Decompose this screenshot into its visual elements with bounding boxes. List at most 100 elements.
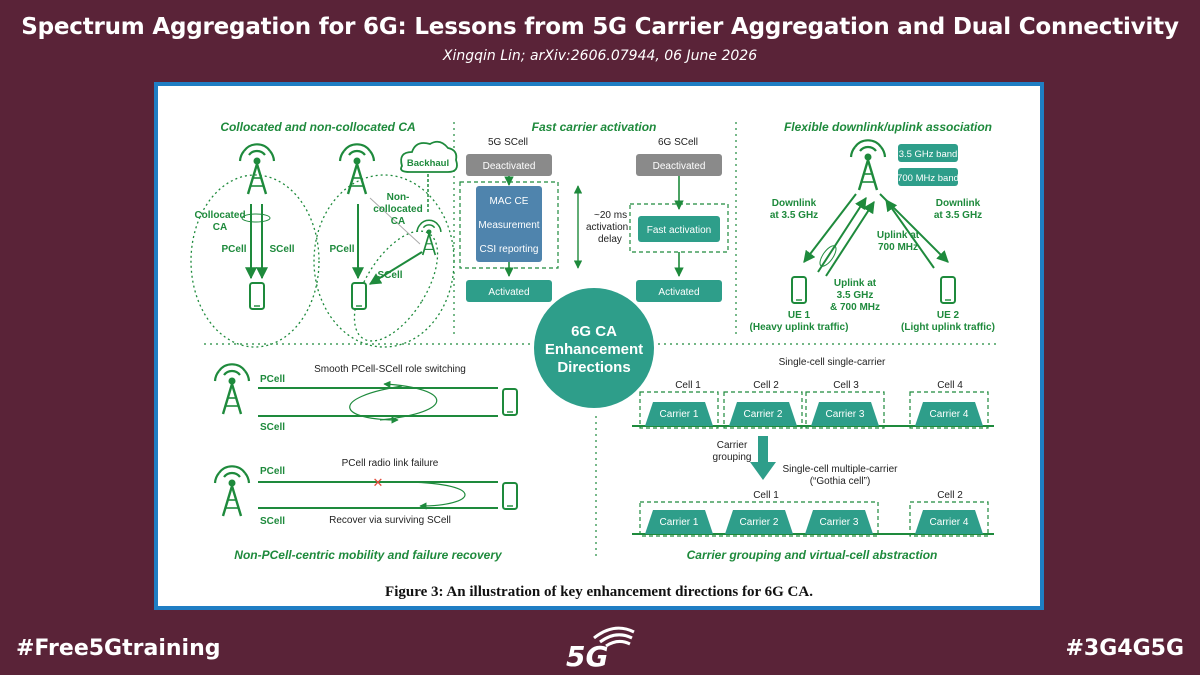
svg-text:Smooth PCell-SCell role switch: Smooth PCell-SCell role switching <box>314 364 466 375</box>
svg-text:(Heavy uplink traffic): (Heavy uplink traffic) <box>750 322 849 333</box>
panel-dl-ul-association: Flexible downlink/uplink association 3.5… <box>750 120 995 333</box>
figure-canvas: Collocated and non-collocated CA Colloca… <box>158 86 1040 606</box>
figure-caption: Figure 3: An illustration of key enhance… <box>385 584 813 600</box>
svg-text:PCell: PCell <box>260 466 285 477</box>
svg-text:Deactivated: Deactivated <box>653 161 706 172</box>
ue-phone-icon-a1 <box>249 282 265 310</box>
panel-d-title: Non-PCell-centric mobility and failure r… <box>234 548 503 562</box>
svg-text:6G CA: 6G CA <box>571 323 617 340</box>
svg-text:5G SCell: 5G SCell <box>488 137 528 148</box>
svg-text:Activated: Activated <box>658 287 699 298</box>
svg-text:Deactivated: Deactivated <box>483 161 536 172</box>
svg-text:PCell: PCell <box>221 244 246 255</box>
svg-text:Recover via surviving SCell: Recover via surviving SCell <box>329 515 451 526</box>
svg-text:(Light uplink traffic): (Light uplink traffic) <box>901 322 995 333</box>
noncollocated-tower-icon <box>338 143 376 196</box>
svg-text:MAC CE: MAC CE <box>490 196 529 207</box>
panel-fast-activation: Fast carrier activation 5G SCell 6G SCel… <box>459 120 729 302</box>
svg-text:Cell 2: Cell 2 <box>937 490 963 501</box>
mobility-phone-icon-1 <box>502 388 518 416</box>
svg-text:Carrier 3: Carrier 3 <box>826 409 865 420</box>
panel-a-title: Collocated and non-collocated CA <box>220 120 415 134</box>
panel-collocated-ca: Collocated and non-collocated CA Colloca… <box>190 120 458 348</box>
svg-text:Single-cell single-carrier: Single-cell single-carrier <box>779 357 886 368</box>
svg-text:Carrier 2: Carrier 2 <box>744 409 783 420</box>
diagram-svg: Collocated and non-collocated CA Colloca… <box>190 120 998 562</box>
svg-text:700 MHz: 700 MHz <box>878 242 918 253</box>
svg-text:Carrier: Carrier <box>717 440 748 451</box>
collocated-tower-icon <box>238 143 276 196</box>
svg-text:Cell 1: Cell 1 <box>753 490 779 501</box>
svg-text:delay: delay <box>598 234 622 245</box>
svg-text:Measurement: Measurement <box>478 220 539 231</box>
panel-c-tower-icon <box>849 139 887 192</box>
slide-title: Spectrum Aggregation for 6G: Lessons fro… <box>21 14 1179 40</box>
svg-text:SCell: SCell <box>260 516 285 527</box>
panel-carrier-grouping: Single-cell single-carrier Cell 1 Cell 2… <box>632 357 994 562</box>
svg-text:Collocated: Collocated <box>194 210 245 221</box>
svg-text:Enhancement: Enhancement <box>545 341 643 358</box>
svg-text:CA: CA <box>213 222 227 233</box>
svg-text:Cell 4: Cell 4 <box>937 380 963 391</box>
hashtag-free5gtraining: #Free5Gtraining <box>16 636 221 661</box>
svg-text:Carrier 1: Carrier 1 <box>660 517 699 528</box>
panel-c-title: Flexible downlink/uplink association <box>784 120 992 134</box>
svg-text:collocated: collocated <box>373 204 422 215</box>
svg-text:~20 ms: ~20 ms <box>594 210 627 221</box>
svg-text:Downlink: Downlink <box>772 198 817 209</box>
svg-text:SCell: SCell <box>269 244 294 255</box>
svg-text:Carrier 1: Carrier 1 <box>660 409 699 420</box>
svg-text:(“Gothia cell”): (“Gothia cell”) <box>810 476 871 487</box>
svg-text:PCell: PCell <box>260 374 285 385</box>
svg-text:3.5 GHz: 3.5 GHz <box>837 290 874 301</box>
figure-frame: Collocated and non-collocated CA Colloca… <box>154 82 1044 610</box>
panel-e-title: Carrier grouping and virtual-cell abstra… <box>687 548 938 562</box>
svg-text:CSI reporting: CSI reporting <box>480 244 539 255</box>
cloud-icon <box>400 140 458 173</box>
svg-text:Cell 2: Cell 2 <box>753 380 779 391</box>
mobility-phone-icon-2 <box>502 482 518 510</box>
svg-text:Cell 3: Cell 3 <box>833 380 859 391</box>
svg-text:grouping: grouping <box>713 452 752 463</box>
grouping-arrow-icon <box>750 462 776 480</box>
svg-text:700 MHz band: 700 MHz band <box>897 173 959 184</box>
svg-text:PCell radio link failure: PCell radio link failure <box>342 458 439 469</box>
panel-b-title: Fast carrier activation <box>532 120 657 134</box>
svg-text:Single-cell multiple-carrier: Single-cell multiple-carrier <box>782 464 898 475</box>
svg-text:Carrier 2: Carrier 2 <box>740 517 779 528</box>
logo-text: 5G <box>566 640 608 670</box>
svg-text:UE 1: UE 1 <box>788 310 811 321</box>
svg-text:Carrier 4: Carrier 4 <box>930 517 969 528</box>
center-enhancement-circle: 6G CA Enhancement Directions <box>534 288 654 408</box>
ue1-phone-icon <box>791 276 807 304</box>
svg-text:at 3.5 GHz: at 3.5 GHz <box>770 210 818 221</box>
svg-text:activation: activation <box>586 222 628 233</box>
mobility-tower-icon-2 <box>213 465 251 518</box>
svg-text:SCell: SCell <box>260 422 285 433</box>
svg-text:SCell: SCell <box>377 270 402 281</box>
svg-text:UE 2: UE 2 <box>937 310 960 321</box>
svg-text:3.5 GHz band: 3.5 GHz band <box>899 149 958 160</box>
mobility-tower-icon-1 <box>213 363 251 416</box>
svg-text:Non-: Non- <box>387 192 410 203</box>
svg-text:& 700 MHz: & 700 MHz <box>830 302 880 313</box>
svg-text:Fast activation: Fast activation <box>647 225 711 236</box>
svg-text:CA: CA <box>391 216 405 227</box>
svg-text:Directions: Directions <box>557 359 630 376</box>
svg-text:at 3.5 GHz: at 3.5 GHz <box>934 210 982 221</box>
svg-text:6G SCell: 6G SCell <box>658 137 698 148</box>
svg-text:Uplink at: Uplink at <box>834 278 877 289</box>
ue-phone-icon-a2 <box>351 282 367 310</box>
slide-subtitle: Xingqin Lin; arXiv:2606.07944, 06 June 2… <box>442 48 758 64</box>
svg-text:Carrier 3: Carrier 3 <box>820 517 859 528</box>
svg-text:Uplink at: Uplink at <box>877 230 920 241</box>
ue2-phone-icon <box>940 276 956 304</box>
hashtag-3g4g5g: #3G4G5G <box>1065 636 1184 661</box>
svg-text:Backhaul: Backhaul <box>407 158 449 169</box>
panel-mobility-recovery: PCell SCell Smooth PCell-SCell role swit… <box>213 363 518 562</box>
svg-text:Downlink: Downlink <box>936 198 981 209</box>
svg-text:Carrier 4: Carrier 4 <box>930 409 969 420</box>
svg-text:PCell: PCell <box>329 244 354 255</box>
remote-tower-icon <box>416 219 442 256</box>
failure-x-icon: ✕ <box>373 475 384 490</box>
